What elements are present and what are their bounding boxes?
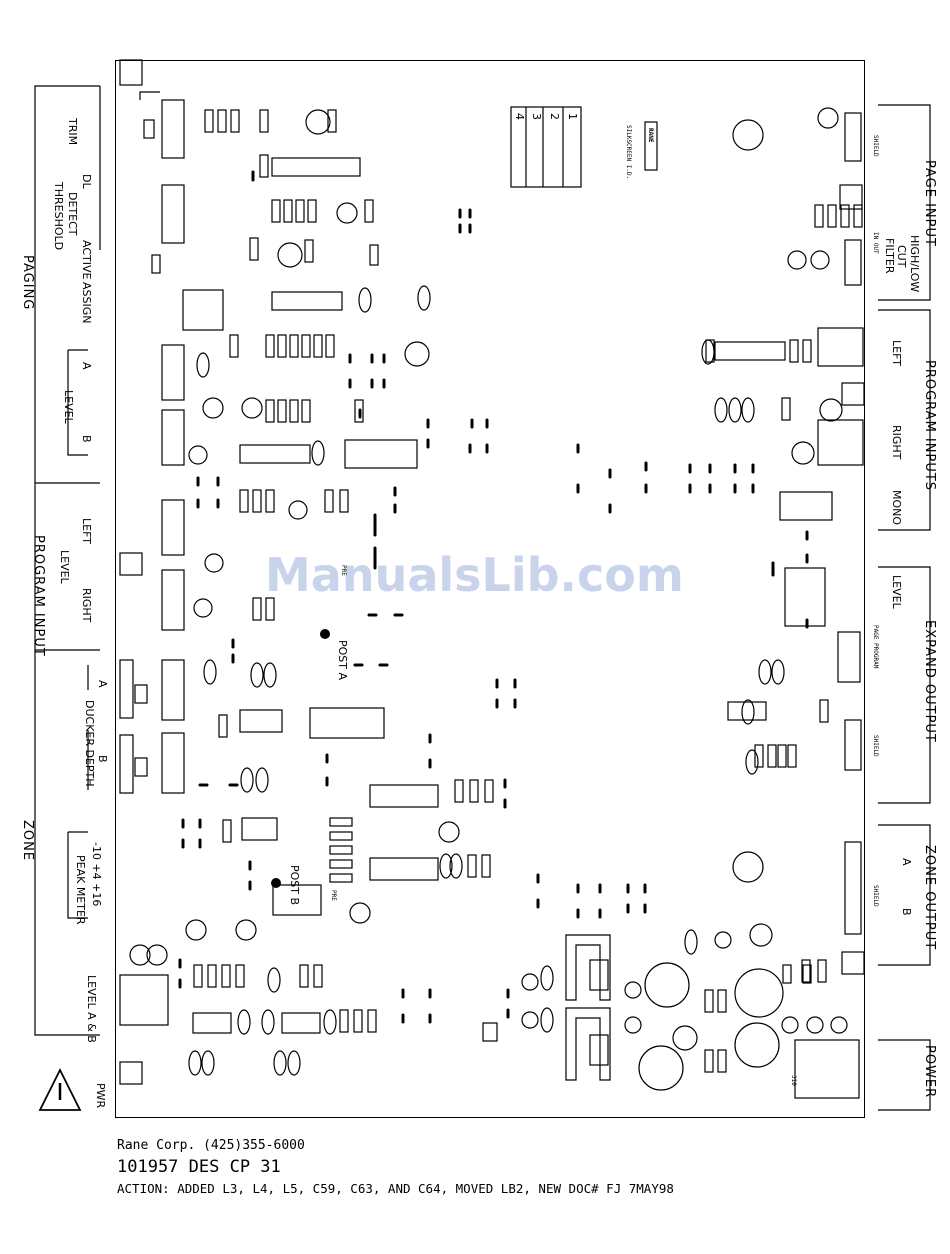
watermark: ManualsLib.com [265,548,684,602]
high-low-label: HIGH/LOW [908,235,921,293]
expand-level-label: LEVEL [890,575,903,609]
assign-label: ASSIGN [80,282,93,324]
level-a-label: A [80,362,93,370]
program-left-label: LEFT [80,518,93,544]
program-right-label: RIGHT [80,588,93,623]
pre-a-label: PRE [340,565,347,576]
mono-label: MONO [890,490,903,526]
zone-output-a-label: A [900,858,913,866]
pwr-label: PWR [94,1083,107,1109]
post-a-label: POST A [336,640,349,681]
footer-action: ACTION: ADDED L3, L4, L5, C59, C63, AND … [117,1181,674,1196]
paging-section-label: PAGING [20,255,35,311]
zone-output-label: ZONE OUTPUT [922,845,937,951]
expand-output-label: EXPAND OUTPUT [922,620,937,743]
dl-label: DL [80,174,93,189]
footer-company: Rane Corp. (425)355-6000 [117,1138,305,1153]
peak-meter-scale: -10 +4 +16 [90,842,103,907]
footer-doc-number: 101957 DES CP 31 [117,1157,281,1177]
rane-logo: RANE [647,128,654,143]
zone-level-ab-label: LEVEL A & B [85,975,98,1043]
zone-output-b-label: B [900,908,913,916]
page-program-label: PAGE PROGRAM [872,625,879,669]
page-shield-label: SHIELD [872,135,879,157]
program-inputs-label: PROGRAM INPUTS [922,360,937,492]
trim-label: TRIM [66,118,79,146]
grid-cell-1: 1 [566,113,579,120]
j10-label: J10 [790,1075,797,1086]
prog-right-label: RIGHT [890,425,903,460]
level-b-label: B [80,435,93,443]
active-label: ACTIVE [80,240,93,280]
ducker-b-label: B [96,755,109,763]
ducker-depth-label: DUCKER DEPTH [83,700,96,787]
grid-cell-2: 2 [548,113,561,120]
pre-b-label: PRE [330,890,337,901]
post-b-label: POST B [288,865,301,906]
peak-meter-label: PEAK METER [74,855,87,925]
detect-label: DETECT [66,192,79,236]
zone-shield-label: SHIELD [872,885,879,907]
grid-cell-3: 3 [530,113,543,120]
cut-label: CUT [895,245,908,268]
threshold-label: THRESHOLD [52,182,65,251]
paging-level-label: LEVEL [62,390,75,424]
zone-section-label: ZONE [20,820,35,862]
silkscreen-id-label: SILKSCREEN I.D. [625,125,632,180]
power-label: POWER [922,1045,937,1099]
filter-in-out-label: IN OUT [872,232,879,254]
prog-left-label: LEFT [890,340,903,366]
ducker-a-label: A [96,680,109,688]
page-input-label: PAGE INPUT [922,160,937,247]
program-level-label: LEVEL [58,550,71,584]
program-input-label: PROGRAM INPUT [31,535,46,657]
filter-label: FILTER [883,238,896,274]
pcb-board-outline [115,60,865,1118]
expand-shield-label: SHIELD [872,735,879,757]
grid-cell-4: 4 [513,113,526,120]
